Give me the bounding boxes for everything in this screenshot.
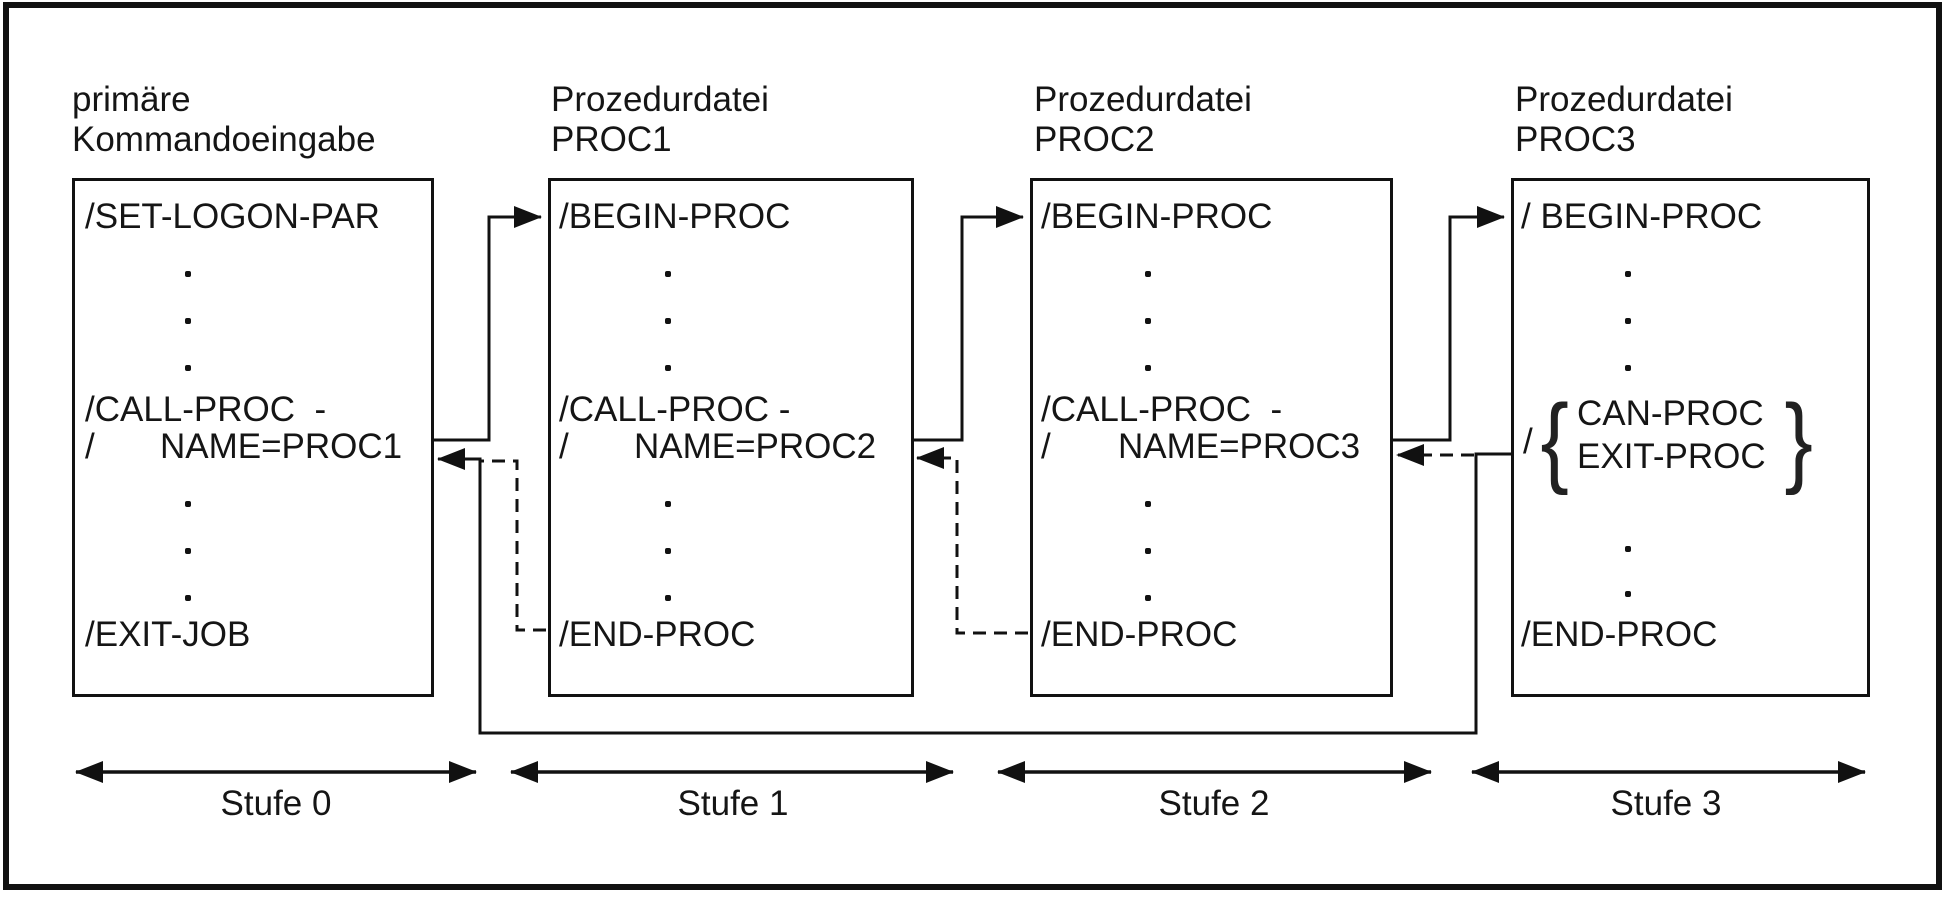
ellipsis-dot	[1145, 501, 1151, 507]
command-line: / BEGIN-PROC	[1521, 197, 1763, 236]
command-line: NAME=PROC1	[160, 427, 403, 466]
ellipsis-dot	[185, 501, 191, 507]
command-line: /END-PROC	[559, 615, 756, 654]
command-line: NAME=PROC3	[1118, 427, 1361, 466]
ellipsis-dot	[665, 595, 671, 601]
box-header-proc3: Prozedurdatei PROC3	[1515, 80, 1733, 160]
command-line: /	[1523, 422, 1533, 461]
command-line: /BEGIN-PROC	[559, 197, 791, 236]
command-line: /	[85, 427, 95, 466]
procedure-box-primary	[72, 178, 434, 697]
ellipsis-dot	[665, 271, 671, 277]
ellipsis-dot	[1145, 548, 1151, 554]
command-line: /	[1041, 427, 1051, 466]
ellipsis-dot	[185, 271, 191, 277]
ellipsis-dot	[1145, 318, 1151, 324]
header-line: Prozedurdatei	[551, 80, 769, 119]
command-line: /CALL-PROC -	[1041, 390, 1283, 429]
stufe-1-label: Stufe 1	[677, 784, 789, 823]
command-line: /END-PROC	[1521, 615, 1718, 654]
ellipsis-dot	[1625, 591, 1631, 597]
diagram-border	[3, 2, 1942, 890]
header-line: PROC2	[1034, 120, 1155, 159]
command-line: /SET-LOGON-PAR	[85, 197, 380, 236]
command-line: NAME=PROC2	[634, 427, 877, 466]
ellipsis-dot	[1625, 546, 1631, 552]
stufe-2-label: Stufe 2	[1158, 784, 1270, 823]
brace-open: {	[1540, 384, 1569, 496]
header-line: PROC3	[1515, 120, 1636, 159]
command-line: EXIT-PROC	[1577, 437, 1766, 476]
ellipsis-dot	[1145, 271, 1151, 277]
stufe-0-label: Stufe 0	[220, 784, 332, 823]
ellipsis-dot	[185, 318, 191, 324]
command-line: /EXIT-JOB	[85, 615, 251, 654]
header-line: primäre	[72, 80, 191, 119]
box-header-proc2: Prozedurdatei PROC2	[1034, 80, 1252, 160]
header-line: Prozedurdatei	[1034, 80, 1252, 119]
box-header-primary: primäre Kommandoeingabe	[72, 80, 376, 160]
ellipsis-dot	[185, 365, 191, 371]
header-line: Prozedurdatei	[1515, 80, 1733, 119]
ellipsis-dot	[1625, 318, 1631, 324]
command-line: /CALL-PROC -	[85, 390, 327, 429]
command-line: /END-PROC	[1041, 615, 1238, 654]
header-line: Kommandoeingabe	[72, 120, 376, 159]
header-line: PROC1	[551, 120, 672, 159]
brace-close: }	[1784, 384, 1813, 496]
command-line: /	[559, 427, 569, 466]
procedure-box-proc3	[1511, 178, 1870, 697]
ellipsis-dot	[665, 365, 671, 371]
ellipsis-dot	[665, 548, 671, 554]
command-line: CAN-PROC	[1577, 394, 1764, 433]
ellipsis-dot	[1145, 365, 1151, 371]
command-line: /CALL-PROC -	[559, 390, 791, 429]
ellipsis-dot	[1625, 365, 1631, 371]
command-line: /BEGIN-PROC	[1041, 197, 1273, 236]
stufe-3-label: Stufe 3	[1610, 784, 1722, 823]
ellipsis-dot	[665, 318, 671, 324]
ellipsis-dot	[185, 548, 191, 554]
ellipsis-dot	[665, 501, 671, 507]
ellipsis-dot	[1625, 271, 1631, 277]
box-header-proc1: Prozedurdatei PROC1	[551, 80, 769, 160]
ellipsis-dot	[1145, 595, 1151, 601]
ellipsis-dot	[185, 595, 191, 601]
